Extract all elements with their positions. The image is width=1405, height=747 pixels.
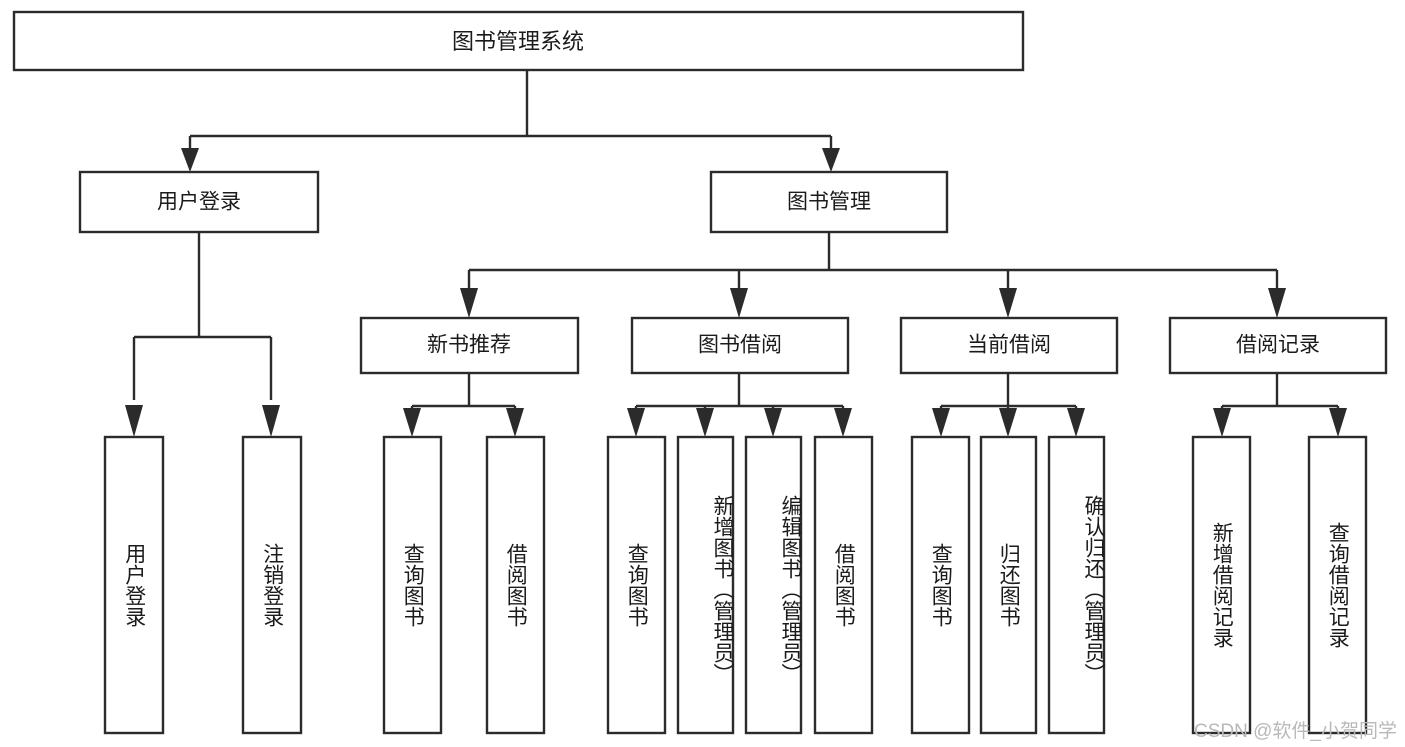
edges-layer: [125, 70, 1347, 437]
arrow-to-user-login: [181, 148, 199, 172]
arrow-leaf-confirm-return: [1067, 408, 1085, 437]
leaf-box-borrow-book-2[interactable]: [813, 435, 874, 735]
leaf-box-borrow-book-1[interactable]: [485, 435, 546, 735]
leaf-box-add-book[interactable]: [676, 435, 735, 735]
node-book-management-box[interactable]: [709, 170, 949, 234]
node-current-borrow[interactable]: 当前借阅: [899, 316, 1119, 375]
node-current-borrow-box[interactable]: [899, 316, 1119, 375]
arrow-leaf-add-record: [1213, 408, 1231, 437]
node-system-root[interactable]: 图书管理系统: [12, 10, 1025, 72]
arrow-leaf-add-book: [696, 408, 714, 437]
arrow-leaf-return-book: [999, 408, 1017, 437]
node-book-management-label: 图书管理: [787, 191, 871, 214]
arrow-leaf-query-record: [1329, 408, 1347, 437]
leaf-box-query-book-2[interactable]: [606, 435, 667, 735]
nodes-layer: 图书管理系统 用户登录 图书管理 新书推荐 图书借阅: [12, 10, 1388, 735]
leaf-box-logout-login[interactable]: [241, 435, 303, 735]
leaf-box-query-book-3[interactable]: [910, 435, 971, 735]
arrow-leaf-edit-book: [764, 408, 782, 437]
arrow-leaf-logout-login: [262, 405, 280, 437]
node-user-login[interactable]: 用户登录: [78, 170, 320, 234]
leaf-box-confirm-return[interactable]: [1047, 435, 1106, 735]
node-current-borrow-label: 当前借阅: [967, 334, 1051, 357]
arrow-leaf-borrow-book-1: [506, 408, 524, 437]
leaf-box-user-login[interactable]: [103, 435, 165, 735]
arrow-to-record: [1268, 288, 1286, 318]
node-new-book-recommend[interactable]: 新书推荐: [359, 316, 580, 375]
leaf-box-query-book-1[interactable]: [382, 435, 443, 735]
node-new-book-recommend-box[interactable]: [359, 316, 580, 375]
arrow-leaf-user-login: [125, 405, 143, 437]
node-borrow-record-label: 借阅记录: [1236, 334, 1320, 357]
node-user-login-box[interactable]: [78, 170, 320, 234]
node-book-management[interactable]: 图书管理: [709, 170, 949, 234]
arrow-leaf-query-book-3: [932, 408, 950, 437]
node-system-root-label: 图书管理系统: [452, 29, 584, 54]
arrow-leaf-query-book-2: [627, 408, 645, 437]
arrow-to-newbook: [460, 288, 478, 318]
leaf-box-query-record[interactable]: [1307, 435, 1368, 735]
node-book-borrow[interactable]: 图书借阅: [630, 316, 850, 375]
node-borrow-record[interactable]: 借阅记录: [1168, 316, 1388, 375]
arrow-leaf-borrow-book-2: [834, 408, 852, 437]
arrow-leaf-query-book-1: [403, 408, 421, 437]
node-book-borrow-box[interactable]: [630, 316, 850, 375]
csdn-watermark: CSDN @软件_小贺同学: [1194, 721, 1397, 742]
leaf-box-edit-book[interactable]: [744, 435, 803, 735]
arrow-to-book-manage: [822, 148, 840, 172]
node-borrow-record-box[interactable]: [1168, 316, 1388, 375]
node-book-borrow-label: 图书借阅: [698, 334, 782, 357]
node-user-login-label: 用户登录: [157, 191, 241, 214]
arrow-to-borrow: [730, 288, 748, 318]
node-system-root-box[interactable]: [12, 10, 1025, 72]
arrow-to-current: [999, 288, 1017, 318]
node-new-book-recommend-label: 新书推荐: [427, 334, 511, 357]
leaf-box-return-book[interactable]: [979, 435, 1038, 735]
leaf-box-add-record[interactable]: [1191, 435, 1252, 735]
